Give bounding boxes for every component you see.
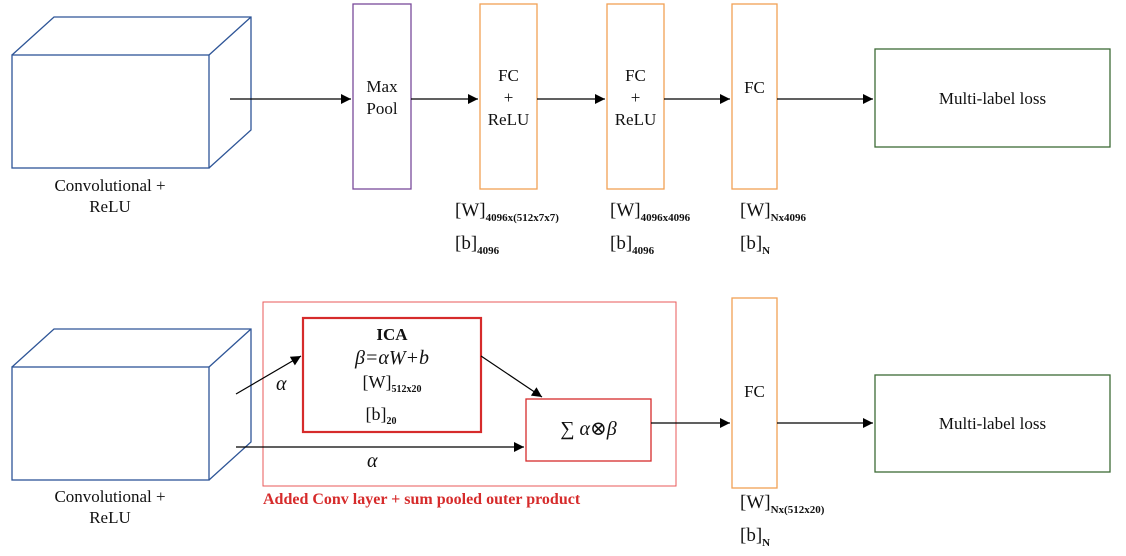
fc1-b-sub: 4096 (477, 245, 500, 257)
bottom-conv-label: Convolutional + ReLU (20, 486, 200, 528)
sum-box (525, 398, 652, 462)
top-loss-box (874, 48, 1111, 148)
fc2-w-sub: 4096x4096 (640, 212, 691, 224)
alpha-upper-label: α (276, 373, 287, 395)
arrow-ica-to-sum (480, 355, 543, 398)
fc2-line2: + (630, 88, 641, 107)
bottom-fc-w-sub: Nx(512x20) (770, 504, 825, 516)
bottom-fc-w-param: [W]Nx(512x20) (740, 490, 824, 523)
fc2-line1: FC (625, 66, 646, 85)
ica-content: ICA β=αW+b [W]512x20 [b]20 (303, 324, 481, 434)
ica-w-param: [W]512x20 (303, 370, 481, 402)
ica-box (301, 316, 483, 434)
fc2-b-sub: 4096 (632, 245, 655, 257)
top-fc1-label: FC + ReLU (480, 65, 537, 131)
top-maxpool-label: Max Pool (353, 76, 411, 120)
fc1-b-base: [b] (455, 233, 478, 254)
top-fc2-label: FC + ReLU (607, 65, 664, 131)
bottom-fc-label: FC (744, 382, 765, 401)
ica-w-sub: 512x20 (391, 384, 422, 395)
fc1-w-base: [W] (455, 200, 486, 221)
ica-b-base: [b] (365, 404, 387, 424)
maxpool-line1: Max (366, 77, 398, 96)
top-conv-label: Convolutional + ReLU (20, 175, 200, 217)
bottom-fc-b-sub: N (762, 537, 771, 549)
bottom-loss-label: Multi-label loss (938, 414, 1047, 433)
alpha-lower-label: α (367, 450, 378, 472)
fc3-w-sub: Nx4096 (770, 212, 807, 224)
fc2-line3: ReLU (614, 110, 657, 129)
fc2-b-param: [b]4096 (610, 231, 690, 264)
fc1-b-param: [b]4096 (455, 231, 559, 264)
top-fc3-params: [W]Nx4096 [b]N (740, 198, 806, 264)
bottom-fc-params: [W]Nx(512x20) [b]N (740, 490, 824, 556)
top-conv-label-line2: ReLU (89, 197, 131, 216)
arrow-conv-to-ica (235, 355, 302, 395)
bottom-conv-label-line2: ReLU (89, 508, 131, 527)
fc1-line3: ReLU (487, 110, 530, 129)
ica-title: ICA (376, 325, 408, 344)
ica-b-param: [b]20 (281, 402, 481, 434)
top-fc2-params: [W]4096x4096 [b]4096 (610, 198, 690, 264)
top-loss-label: Multi-label loss (938, 89, 1047, 108)
top-conv-label-line1: Convolutional + (54, 176, 166, 195)
ica-w-base: [W] (362, 372, 392, 392)
top-fc1-params: [W]4096x(512x7x7) [b]4096 (455, 198, 559, 264)
fc1-w-param: [W]4096x(512x7x7) (455, 198, 559, 231)
sum-label: ∑ α⊗β (560, 418, 617, 440)
bottom-loss-box (874, 374, 1111, 473)
top-fc2-box (606, 3, 665, 190)
ica-b-sub: 20 (386, 416, 397, 427)
fc3-b-param: [b]N (740, 231, 806, 264)
top-fc1-box (479, 3, 538, 190)
top-maxpool-box (352, 3, 412, 190)
top-fc3-box (731, 3, 778, 190)
bottom-fc-box (731, 297, 778, 489)
fc3-b-base: [b] (740, 233, 763, 254)
fc2-w-base: [W] (610, 200, 641, 221)
bottom-conv-cube (11, 328, 252, 481)
bottom-conv-label-line1: Convolutional + (54, 487, 166, 506)
bottom-fc-b-param: [b]N (740, 523, 824, 556)
added-layer-caption: Added Conv layer + sum pooled outer prod… (263, 491, 581, 508)
top-conv-cube (11, 16, 252, 169)
fc2-b-base: [b] (610, 233, 633, 254)
fc3-b-sub: N (762, 245, 771, 257)
bottom-fc-b-base: [b] (740, 525, 763, 546)
ica-formula: β=αW+b (354, 347, 430, 369)
fc3-w-param: [W]Nx4096 (740, 198, 806, 231)
top-fc3-label: FC (744, 78, 765, 97)
maxpool-line2: Pool (366, 99, 398, 118)
fc1-w-sub: 4096x(512x7x7) (485, 212, 559, 224)
bottom-fc-w-base: [W] (740, 492, 771, 513)
fc1-line1: FC (498, 66, 519, 85)
fc2-w-param: [W]4096x4096 (610, 198, 690, 231)
fc3-w-base: [W] (740, 200, 771, 221)
fc1-line2: + (503, 88, 514, 107)
added-layer-frame (262, 301, 677, 487)
